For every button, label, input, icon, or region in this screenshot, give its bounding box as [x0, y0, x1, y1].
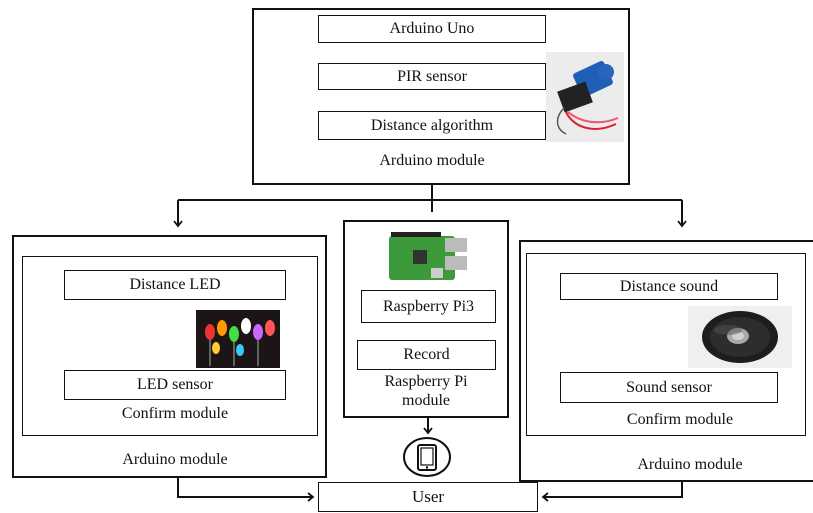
distance-led-label: Distance LED [129, 276, 221, 293]
distance-sound-box: Distance sound [560, 273, 778, 300]
led-sensor-label: LED sensor [137, 376, 213, 393]
pir-sensor-label: PIR sensor [397, 67, 467, 85]
speaker-photo [688, 306, 792, 368]
arrow-right-to-user [541, 478, 683, 502]
led-photo [196, 310, 280, 368]
distance-sound-label: Distance sound [619, 277, 719, 295]
pir-sensor-photo [546, 52, 624, 142]
distance-algorithm-label: Distance algorithm [370, 116, 494, 134]
sound-sensor-label: Sound sensor [626, 378, 712, 396]
user-label: User [411, 487, 445, 506]
led-sensor-box: LED sensor [64, 370, 286, 400]
raspberry-pi3-box: Raspberry Pi3 [361, 290, 496, 323]
raspberry-pi-label-line2: module [402, 392, 450, 409]
record-box: Record [357, 340, 496, 370]
tablet-icon [402, 436, 452, 478]
distance-led-box: Distance LED [64, 270, 286, 300]
record-label: Record [403, 346, 450, 363]
raspberry-pi-label-line1: Raspberry Pi [384, 373, 468, 390]
left-confirm-label: Confirm module [121, 405, 229, 422]
pir-sensor-box: PIR sensor [318, 63, 546, 90]
left-module-label: Arduino module [122, 451, 228, 468]
arduino-uno-label: Arduino Uno [389, 20, 475, 37]
arrow-left-to-user [177, 478, 315, 502]
distance-algorithm-box: Distance algorithm [318, 111, 546, 140]
arduino-uno-box: Arduino Uno [318, 15, 546, 43]
raspberry-pi3-label: Raspberry Pi3 [382, 297, 475, 315]
right-confirm-label: Confirm module [626, 411, 734, 428]
top-module-label: Arduino module [379, 152, 485, 169]
user-box: User [318, 482, 538, 512]
right-module-label: Arduino module [637, 456, 743, 473]
sound-sensor-box: Sound sensor [560, 372, 778, 403]
raspberry-pi-photo [385, 228, 469, 284]
